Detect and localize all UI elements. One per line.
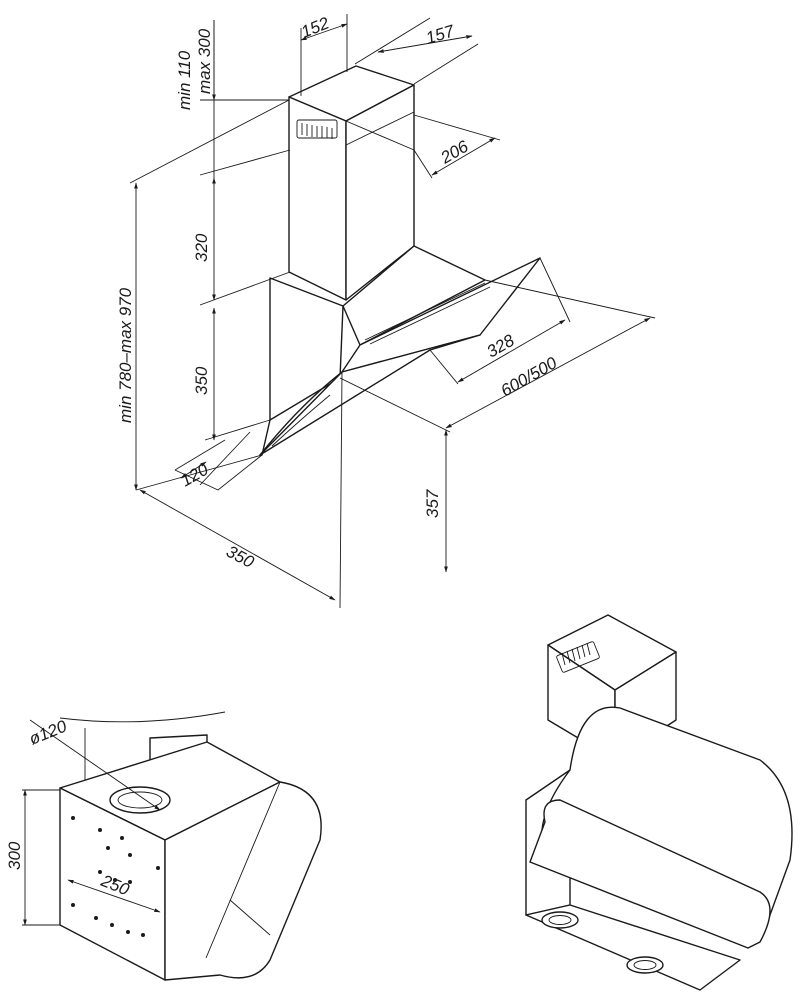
dim-350-vertical-label: 350 <box>192 366 211 395</box>
dim-328-label: 328 <box>484 331 519 362</box>
perspective-vent-slots <box>556 641 600 673</box>
dim-357-label: 357 <box>423 489 442 518</box>
dim-350-depth-label: 350 <box>223 542 257 572</box>
mounting-holes <box>71 816 160 937</box>
dim-300-label: 300 <box>5 841 24 870</box>
dim-206-label: 206 <box>437 137 472 168</box>
dim-157-label: 157 <box>424 21 457 48</box>
chimney-cover <box>288 65 415 301</box>
dim-320-label: 320 <box>192 233 211 262</box>
mounting-detail-view: ø120 300 250 <box>5 711 322 981</box>
perspective-light-right <box>626 956 664 974</box>
dim-120-label: 120 <box>178 460 213 491</box>
main-dimension-view: 152 157 206 min 110 max 300 320 350 min … <box>116 13 656 609</box>
perspective-light-left <box>541 911 579 929</box>
duct-ring-120 <box>109 786 171 814</box>
perspective-view <box>525 614 793 991</box>
dim-120-diameter-label: ø120 <box>26 716 70 748</box>
main-dimension-lines <box>129 14 656 609</box>
dim-min-110-label: min 110 <box>175 50 194 110</box>
dim-height-range-label: min 780–max 970 <box>116 287 135 423</box>
dim-max-300-label: max 300 <box>195 28 214 94</box>
chimney-vent-slots <box>296 119 338 139</box>
dim-152-label: 152 <box>298 13 332 41</box>
dim-600-500-label: 600/500 <box>498 353 561 400</box>
